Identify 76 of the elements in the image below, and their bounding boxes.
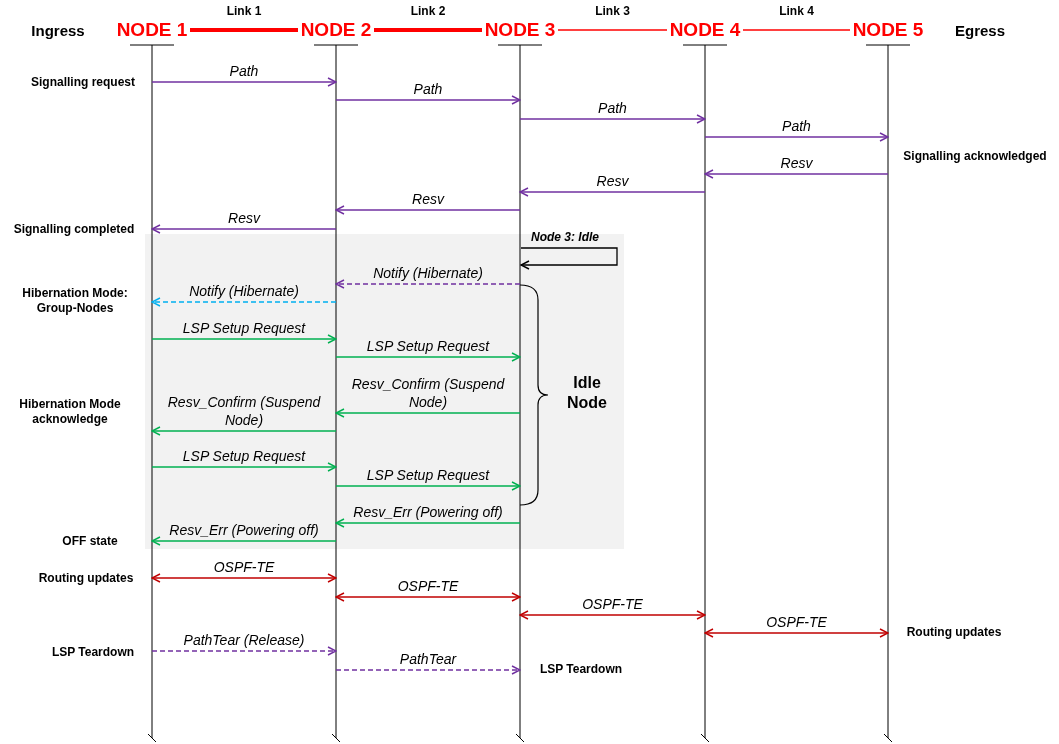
edge-label: Resv: [228, 209, 260, 227]
side-note: LSP Teardown: [539, 661, 623, 677]
edge-label: Resv_Err (Powering off): [353, 503, 503, 521]
side-note: Signalling completed: [13, 221, 135, 237]
edge-label: Path: [598, 99, 627, 117]
edge-label: Path: [782, 117, 811, 135]
node-label: NODE 5: [851, 18, 925, 42]
edge-label: PathTear (Release): [183, 631, 305, 649]
arrow: [335, 481, 521, 491]
edge-label: Link 4: [779, 3, 814, 20]
arrow: [335, 205, 521, 215]
arrow: [335, 518, 521, 528]
edge-label: OSPF-TE: [397, 577, 459, 595]
node-label: NODE 2: [299, 18, 373, 42]
edge-label: PathTear: [399, 650, 457, 668]
edge-label: Path: [229, 62, 259, 80]
edge-label: Resv: [412, 190, 444, 208]
side-note: LSP Teardown: [51, 644, 135, 660]
side-note: Routing updates: [906, 624, 1002, 640]
edge-label: Resv: [780, 154, 813, 172]
edge-label: Resv: [596, 172, 629, 190]
arrow: [335, 592, 521, 602]
arrow: [519, 610, 706, 620]
arrow: [704, 628, 889, 638]
arrow: [335, 408, 521, 418]
arrow: [335, 95, 521, 105]
arrow: [335, 279, 521, 289]
side-note: Routing updates: [38, 570, 134, 586]
edge-label: Notify (Hibernate): [373, 264, 483, 282]
arrow: [151, 224, 337, 234]
arrow: [151, 334, 337, 344]
edge-label: LSP Setup Request: [366, 337, 490, 355]
side-note: Hibernation Mode: Group-Nodes: [21, 286, 129, 316]
arrow: [519, 187, 706, 197]
arrow: [335, 352, 521, 362]
node-label: NODE 1: [115, 18, 189, 42]
edge-label: Path: [413, 80, 443, 98]
arrow: [151, 426, 337, 436]
edge-label: OSPF-TE: [766, 613, 827, 631]
edge-label: Resv_Confirm (Suspend Node): [350, 375, 506, 411]
arrow: [151, 462, 337, 472]
arrow: [520, 247, 618, 270]
arrow: [151, 646, 337, 656]
link-line: [190, 28, 298, 32]
side-note: OFF state: [62, 533, 118, 549]
arrow: [335, 665, 521, 675]
edge-label: Link 3: [595, 3, 630, 20]
arrow: [151, 77, 337, 87]
edge-label: OSPF-TE: [582, 595, 643, 613]
edge-label: Link 1: [226, 3, 262, 20]
link-line: [742, 29, 851, 31]
arrow: [151, 573, 337, 583]
side-note: Signalling request: [31, 74, 135, 90]
edge-label: LSP Setup Request: [366, 466, 490, 484]
arrow: [704, 169, 889, 179]
side-note: Ingress: [31, 22, 85, 38]
edge-label: Link 2: [410, 3, 446, 20]
edge-label: Resv_Confirm (Suspend Node): [166, 393, 322, 429]
side-note: Signalling acknowledged: [903, 148, 1047, 164]
side-note: Egress: [955, 22, 1005, 38]
node-label: NODE 3: [483, 18, 557, 42]
arrow: [151, 297, 337, 307]
edge-label: LSP Setup Request: [182, 447, 306, 465]
edge-label: LSP Setup Request: [182, 319, 306, 337]
edge-label: OSPF-TE: [213, 558, 275, 576]
edge-label: Resv_Err (Powering off): [169, 521, 319, 539]
arrow: [704, 132, 889, 142]
side-note: Hibernation Mode acknowledge: [18, 397, 122, 427]
arrow: [151, 536, 337, 546]
edge-label: Node 3: Idle: [531, 229, 599, 246]
edge-label: Notify (Hibernate): [189, 282, 299, 300]
node-label: NODE 4: [668, 18, 742, 42]
link-line: [374, 28, 482, 32]
arrow: [519, 114, 706, 124]
link-line: [557, 29, 668, 31]
side-note: Idle Node: [566, 373, 608, 413]
